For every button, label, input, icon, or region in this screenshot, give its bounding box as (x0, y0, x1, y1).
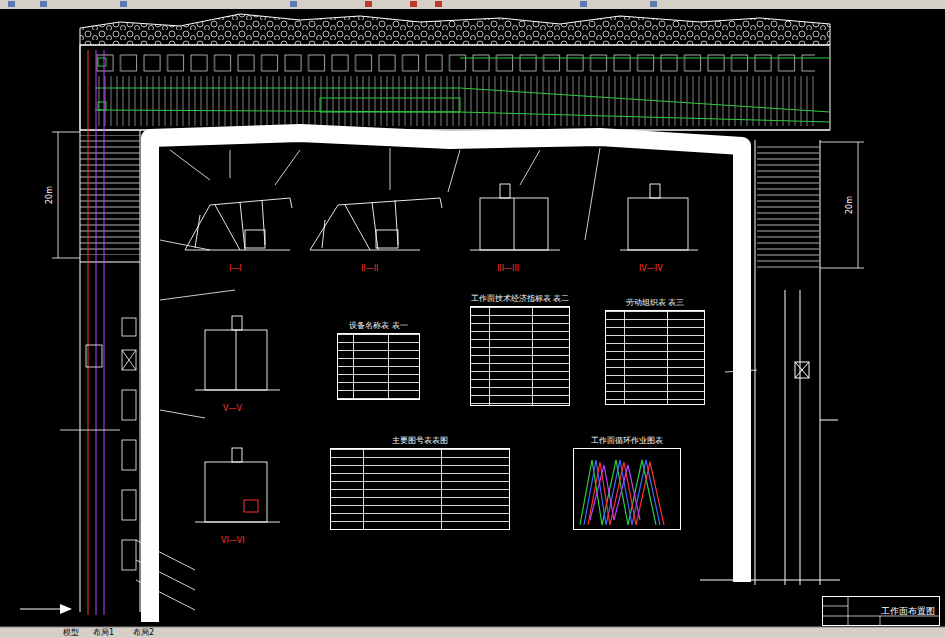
section-label: II—II (360, 264, 379, 274)
table-heading: 工作面循环作业图表 (591, 436, 663, 446)
table-heading: 主要图号表表图 (392, 436, 448, 446)
section-label: VI—VI (220, 536, 246, 546)
drawing-index-table: 主要图号表表图 (330, 448, 510, 530)
table-heading: 劳动组织表 表三 (626, 298, 685, 308)
dimension-text: 20m (45, 185, 55, 205)
table-heading: 设备名称表 表一 (349, 321, 408, 331)
title-block: 工作面布置图 (822, 596, 940, 626)
labor-table: 劳动组织表 表三 (605, 310, 705, 405)
tech-index-table: 工作面技术经济指标表 表二 (470, 306, 570, 406)
cycle-chart: 工作面循环作业图表 (573, 448, 681, 530)
dimension-text: 20m (845, 195, 855, 215)
layout-tab: 布局1 (92, 628, 115, 638)
table-heading: 工作面技术经济指标表 表二 (471, 294, 570, 304)
layout-tab: 模型 (62, 628, 80, 638)
section-label: IV—IV (638, 264, 664, 274)
section-label: III—III (496, 264, 520, 274)
section-label: V—V (222, 404, 243, 414)
drawing-title: 工作面布置图 (881, 606, 935, 617)
layout-tab: 布局2 (132, 628, 155, 638)
section-label: I—I (228, 264, 243, 274)
equipment-table: 设备名称表 表一 (337, 333, 420, 400)
